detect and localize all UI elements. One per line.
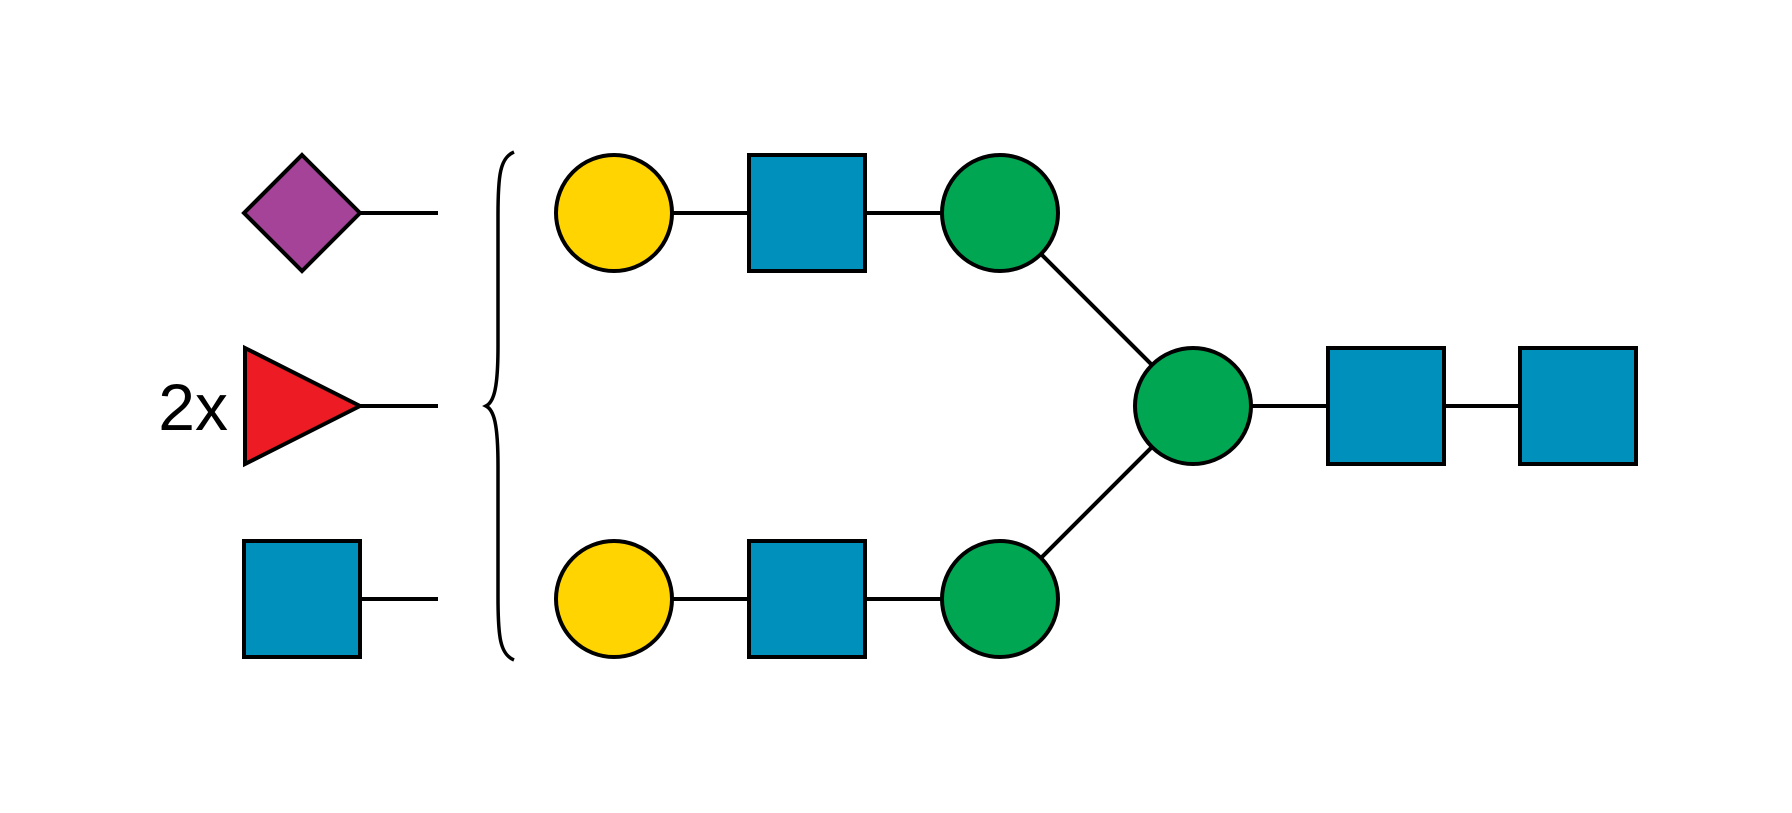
- fucose-triangle: [243, 344, 365, 468]
- glcnac-lower-square: [747, 539, 867, 659]
- galactose-lower-circle: [554, 539, 674, 659]
- fucose-multiplier-label: 2x: [158, 370, 228, 444]
- mannose-lower-circle: [940, 539, 1060, 659]
- attachment-brace: [482, 150, 515, 662]
- uncertain-terminals: 2x: [158, 152, 365, 659]
- mannose-core-circle: [1133, 346, 1253, 466]
- neuac-diamond: [241, 152, 363, 274]
- glcnac-root-square: [1518, 346, 1638, 466]
- galactose-upper-circle: [554, 153, 674, 273]
- glcnac-terminal-square: [242, 539, 362, 659]
- glcnac-upper-square: [747, 153, 867, 273]
- residues: [554, 153, 1638, 659]
- mannose-upper-circle: [940, 153, 1060, 273]
- glcnac-core-square: [1326, 346, 1446, 466]
